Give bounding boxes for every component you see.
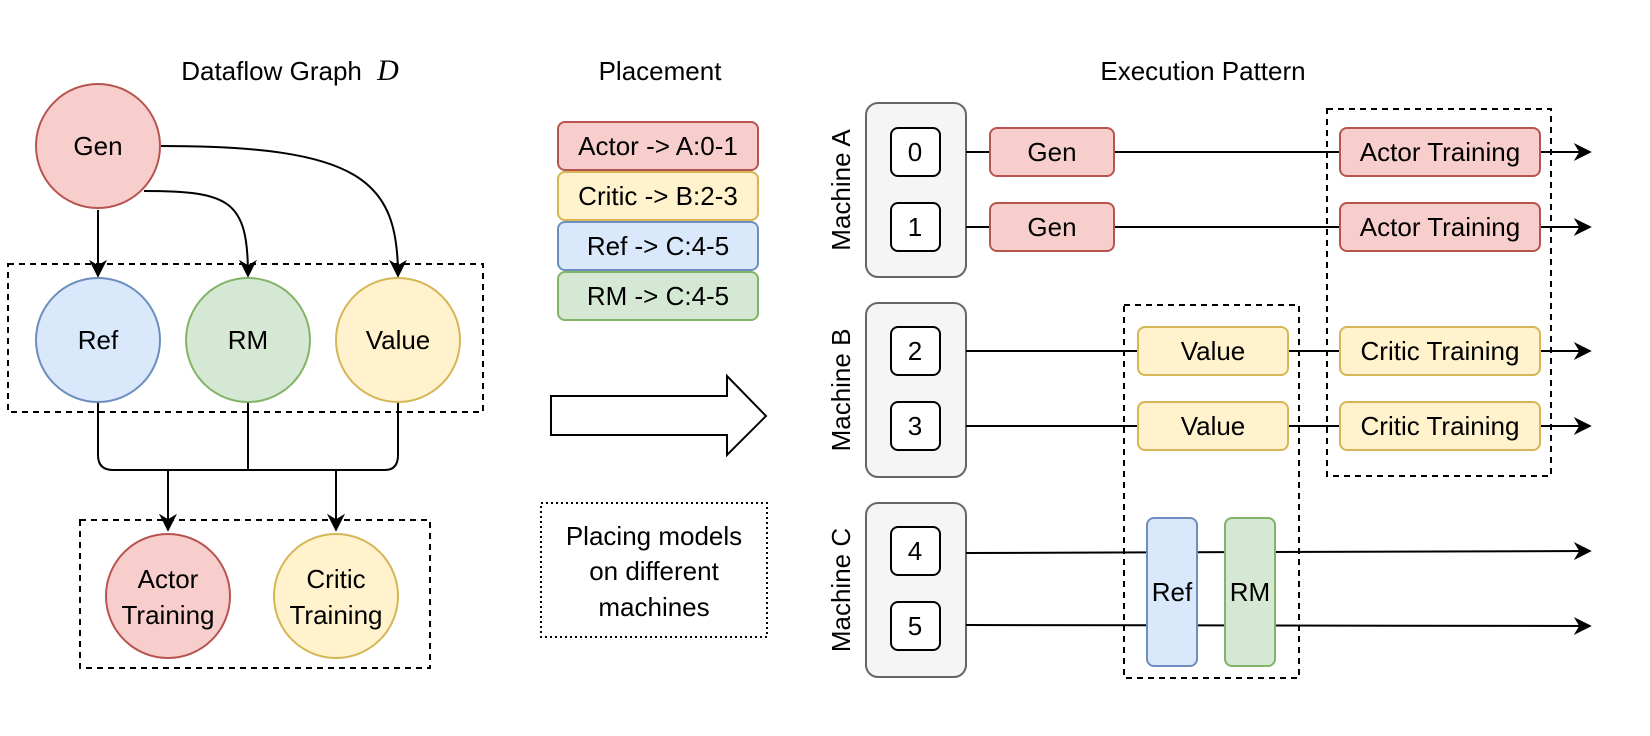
timeline-gpu-4 — [965, 542, 1592, 561]
value-block-gpu-3: Value — [1137, 401, 1289, 451]
dataflow-graph-section: Dataflow Graph D Gen Ref RM Value — [7, 54, 484, 669]
actor-training-block-gpu-0: Actor Training — [1339, 127, 1541, 177]
svg-text:Placing models: Placing models — [566, 521, 742, 551]
training-models-group — [79, 519, 431, 669]
node-critic-training-line2: Training — [290, 600, 383, 630]
node-actor-training-line2: Training — [122, 600, 215, 630]
edge-gen-value — [160, 145, 407, 278]
svg-text:Critic -> B:2-3: Critic -> B:2-3 — [578, 181, 738, 211]
rm-block: RM — [1224, 517, 1276, 667]
svg-text:Value: Value — [1181, 411, 1246, 441]
gpu-2: 2 — [890, 326, 941, 376]
svg-text:Actor -> A:0-1: Actor -> A:0-1 — [578, 131, 738, 161]
node-critic-training-line1: Critic — [306, 564, 365, 594]
node-value-label: Value — [366, 325, 431, 355]
actor-training-block-gpu-1: Actor Training — [1339, 202, 1541, 252]
execution-section: Execution Pattern Machine A Machine B Ma… — [826, 56, 1592, 679]
placement-item-rm: RM -> C:4-5 — [557, 271, 759, 321]
critic-training-block-gpu-3: Critic Training — [1339, 401, 1541, 451]
svg-text:Gen: Gen — [1027, 212, 1076, 242]
svg-text:1: 1 — [908, 212, 922, 242]
svg-text:Ref: Ref — [1152, 577, 1193, 607]
node-critic-training: Critic Training — [273, 533, 399, 659]
dataflow-title: Dataflow Graph D — [181, 54, 399, 87]
svg-text:Actor Training: Actor Training — [1360, 212, 1520, 242]
svg-text:Gen: Gen — [1027, 137, 1076, 167]
timeline-gpu-5 — [965, 616, 1592, 635]
svg-text:5: 5 — [908, 611, 922, 641]
value-block-gpu-2: Value — [1137, 326, 1289, 376]
node-rm-label: RM — [228, 325, 268, 355]
node-gen: Gen — [35, 83, 161, 209]
node-value: Value — [335, 277, 461, 403]
svg-text:machines: machines — [598, 592, 709, 622]
placement-item-critic: Critic -> B:2-3 — [557, 171, 759, 221]
svg-text:2: 2 — [908, 336, 922, 366]
svg-text:Critic Training: Critic Training — [1361, 411, 1520, 441]
execution-title: Execution Pattern — [1100, 56, 1305, 86]
svg-text:3: 3 — [908, 411, 922, 441]
training-stage-group — [1326, 108, 1552, 477]
node-actor-training-line1: Actor — [138, 564, 199, 594]
svg-text:0: 0 — [908, 137, 922, 167]
ref-block: Ref — [1146, 517, 1198, 667]
svg-text:Value: Value — [1181, 336, 1246, 366]
svg-text:RM: RM — [1230, 577, 1270, 607]
gen-block-gpu-0: Gen — [989, 127, 1115, 177]
gen-block-gpu-1: Gen — [989, 202, 1115, 252]
edge-gen-rm — [143, 190, 257, 278]
placement-title: Placement — [599, 56, 723, 86]
node-ref-label: Ref — [78, 325, 119, 355]
gpu-1: 1 — [890, 202, 941, 252]
gpu-0: 0 — [890, 127, 941, 177]
placement-arrow-icon — [550, 373, 768, 458]
placement-section: Placement Actor -> A:0-1 Critic -> B:2-3… — [540, 56, 768, 638]
svg-text:4: 4 — [908, 536, 922, 566]
svg-text:on different: on different — [589, 556, 719, 586]
node-gen-label: Gen — [73, 131, 122, 161]
svg-text:RM -> C:4-5: RM -> C:4-5 — [587, 281, 729, 311]
machine-a-label: Machine A — [826, 129, 856, 251]
edge-merge-critic — [168, 469, 345, 532]
gpu-5: 5 — [890, 601, 941, 651]
placement-note: Placing models on different machines — [540, 502, 768, 638]
node-actor-training: Actor Training — [105, 533, 231, 659]
node-rm: RM — [185, 277, 311, 403]
gpu-4: 4 — [890, 526, 941, 576]
critic-training-block-gpu-2: Critic Training — [1339, 326, 1541, 376]
inference-models-group — [7, 263, 484, 413]
svg-text:Ref -> C:4-5: Ref -> C:4-5 — [587, 231, 729, 261]
svg-text:Actor Training: Actor Training — [1360, 137, 1520, 167]
gpu-3: 3 — [890, 401, 941, 451]
placement-item-actor: Actor -> A:0-1 — [557, 121, 759, 171]
node-ref: Ref — [35, 277, 161, 403]
svg-text:Critic Training: Critic Training — [1361, 336, 1520, 366]
placement-item-ref: Ref -> C:4-5 — [557, 221, 759, 271]
machine-c-label: Machine C — [826, 528, 856, 652]
machine-b-label: Machine B — [826, 329, 856, 452]
